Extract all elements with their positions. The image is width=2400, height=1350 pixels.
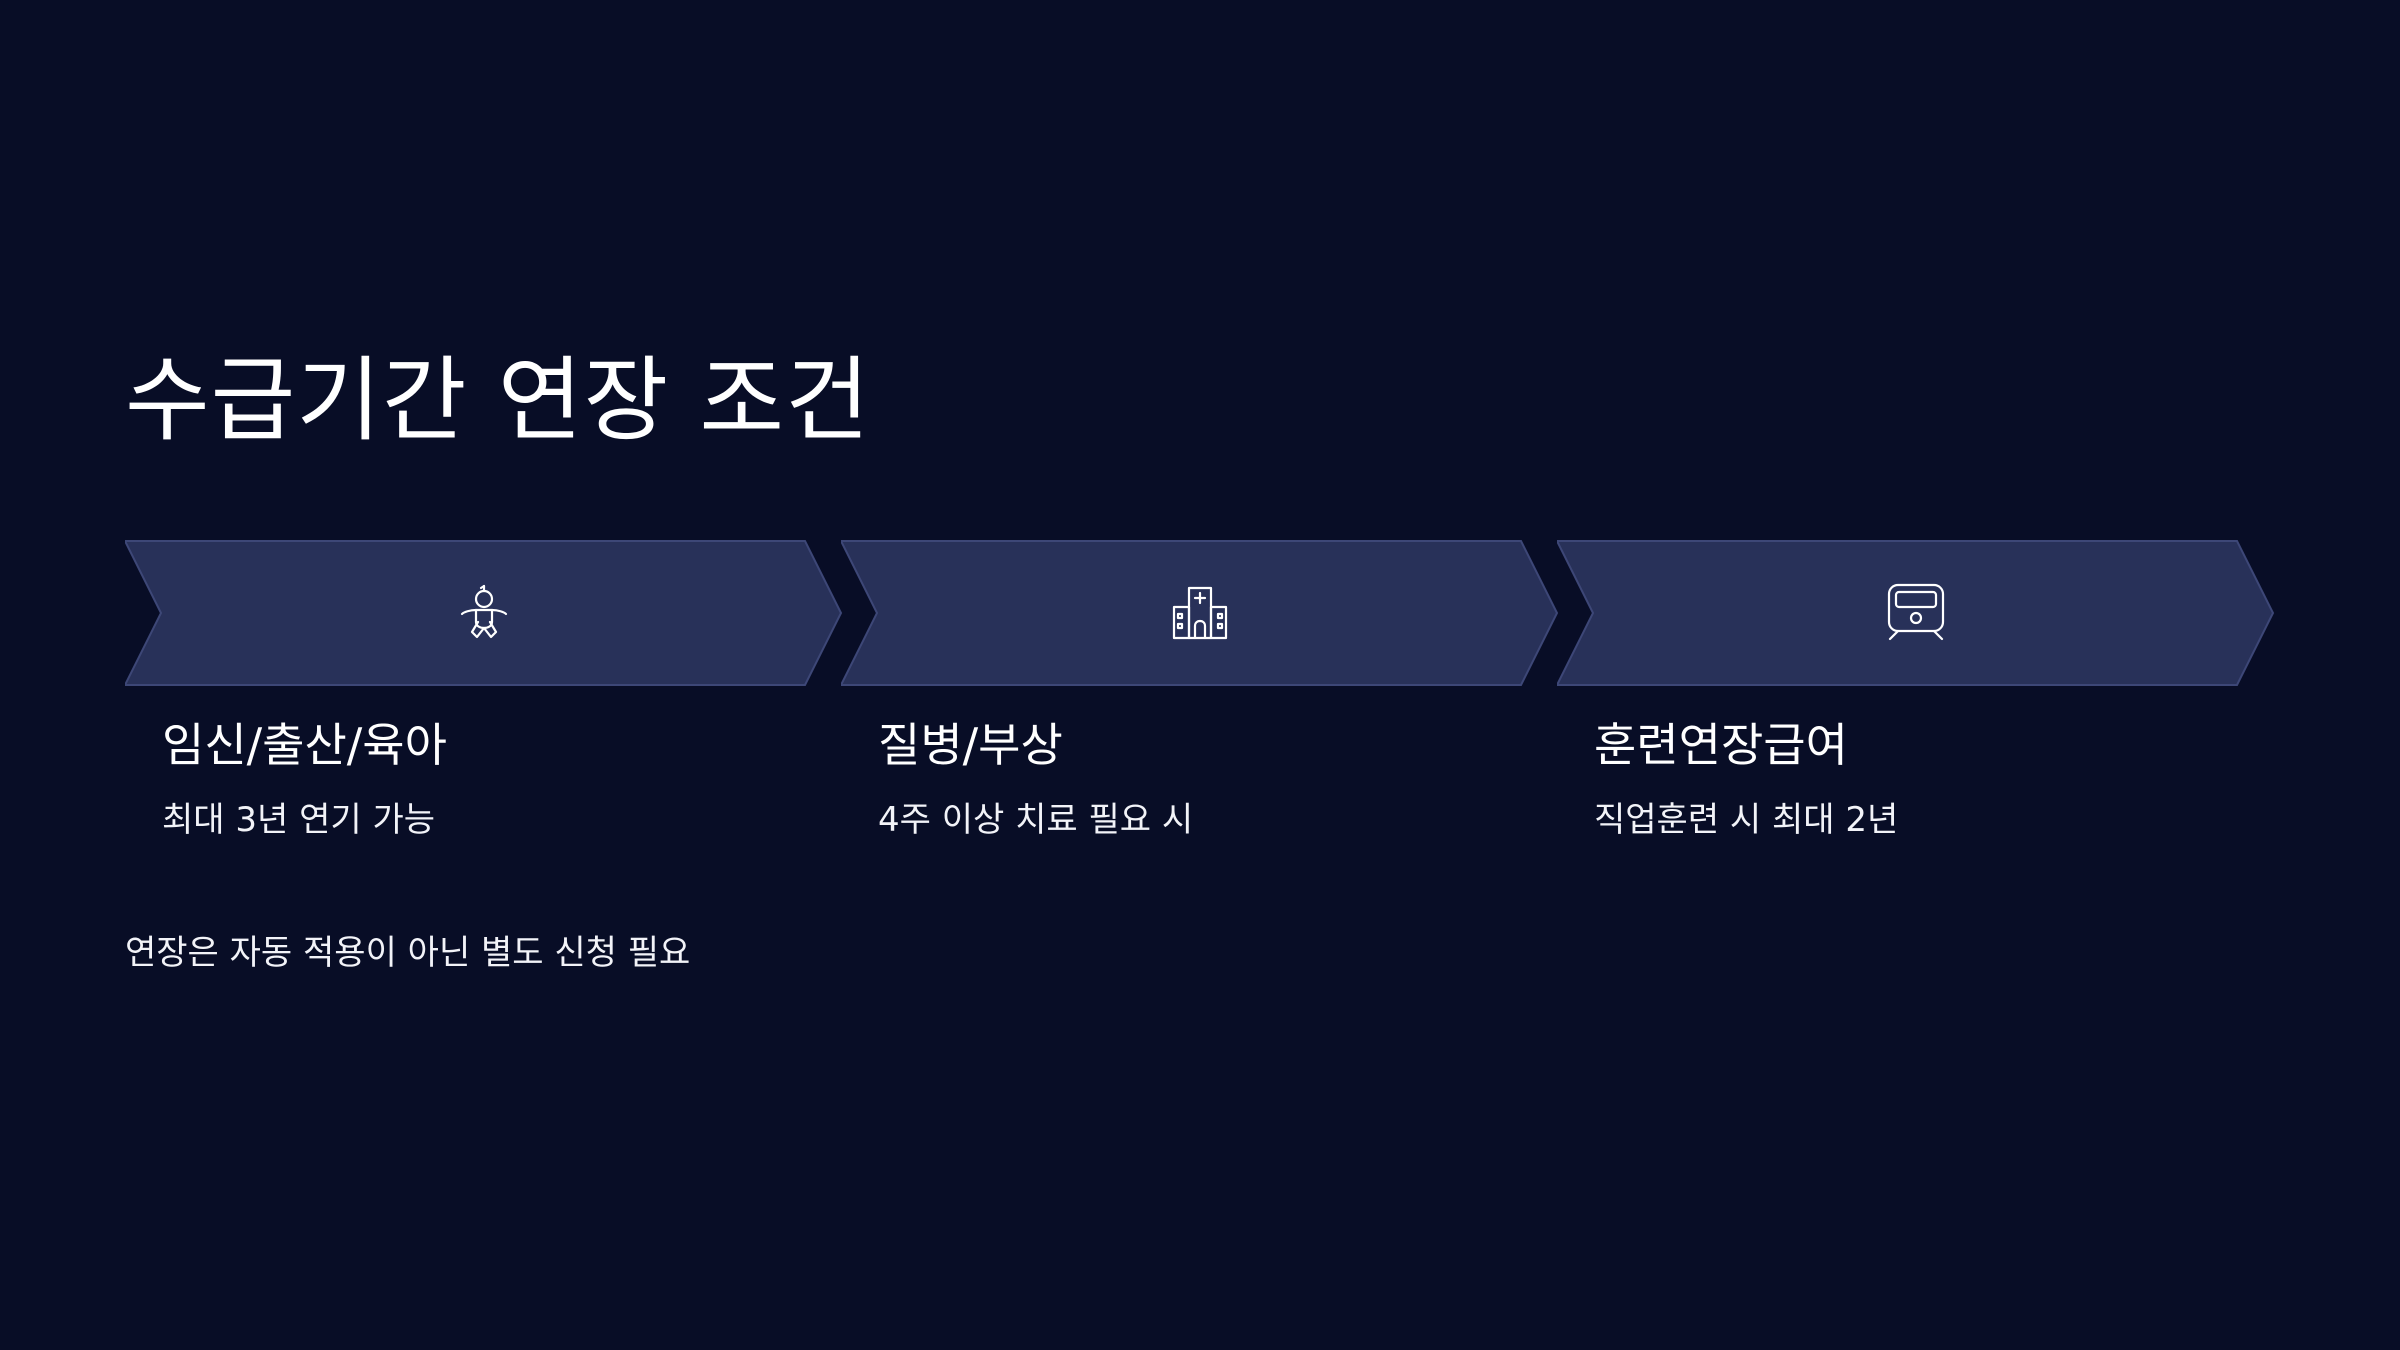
step-description: 직업훈련 시 최대 2년 <box>1594 800 1899 840</box>
step-title: 임신/출산/육아 <box>162 718 447 772</box>
step-chevron <box>125 540 843 686</box>
chevron-shape <box>125 540 843 686</box>
step-illness-injury: 질병/부상 4주 이상 치료 필요 시 <box>841 540 1559 980</box>
step-description: 4주 이상 치료 필요 시 <box>878 800 1194 840</box>
step-pregnancy-childbirth: 임신/출산/육아 최대 3년 연기 가능 <box>125 540 843 980</box>
step-description: 최대 3년 연기 가능 <box>162 800 436 840</box>
step-title: 질병/부상 <box>878 718 1063 772</box>
step-chevron <box>841 540 1559 686</box>
step-title: 훈련연장급여 <box>1594 718 1848 772</box>
baby-icon <box>454 583 514 643</box>
chevron-shape <box>841 540 1559 686</box>
slide-title: 수급기간 연장 조건 <box>125 347 871 454</box>
hospital-icon <box>1170 583 1230 643</box>
train-icon <box>1886 583 1946 643</box>
footnote: 연장은 자동 적용이 아닌 별도 신청 필요 <box>125 933 691 973</box>
process-steps: 임신/출산/육아 최대 3년 연기 가능 <box>125 540 2275 980</box>
step-training-extension: 훈련연장급여 직업훈련 시 최대 2년 <box>1557 540 2275 980</box>
step-chevron <box>1557 540 2275 686</box>
